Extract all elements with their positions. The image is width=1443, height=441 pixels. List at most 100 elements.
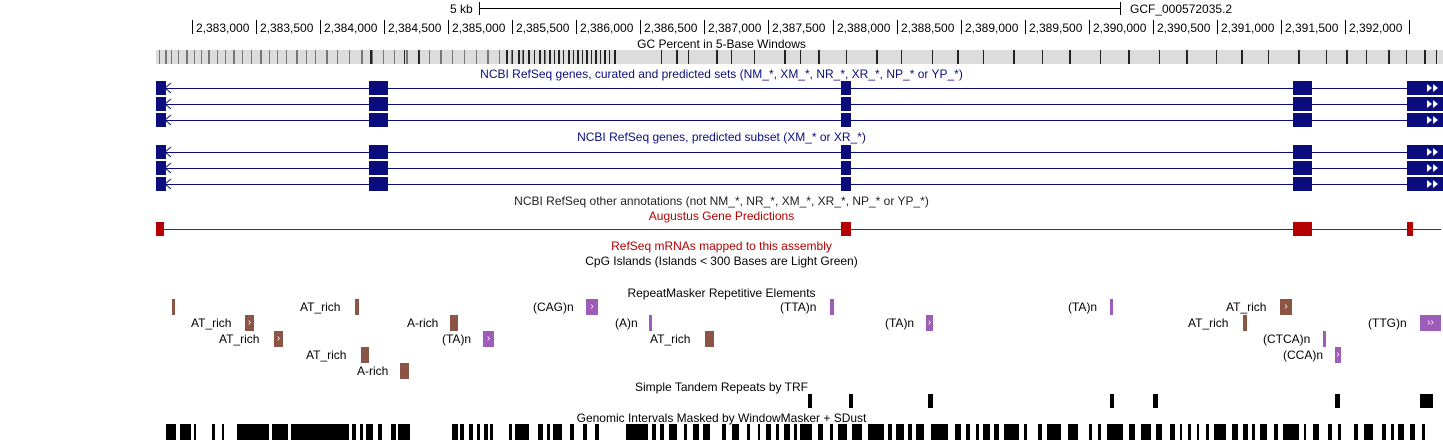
ruler-tick bbox=[961, 20, 962, 34]
repeat-label: AT_rich bbox=[219, 332, 260, 346]
ruler-tick bbox=[704, 20, 705, 34]
exon bbox=[1407, 97, 1443, 111]
exon bbox=[841, 177, 851, 191]
repeat-label: AT_rich bbox=[191, 316, 232, 330]
intron-line bbox=[156, 104, 1441, 105]
windowmasker-intervals bbox=[166, 424, 1425, 440]
refseq-other-track-label[interactable]: NCBI RefSeq other annotations (not NM_*,… bbox=[514, 194, 929, 208]
exon bbox=[841, 113, 851, 127]
repeat-element[interactable] bbox=[1243, 315, 1247, 331]
augustus-exon bbox=[1407, 222, 1413, 236]
tandem-repeat[interactable] bbox=[1110, 394, 1114, 408]
assembly-label: GCF_000572035.2 bbox=[1130, 2, 1233, 16]
repeatmasker-track-label[interactable]: RepeatMasker Repetitive Elements bbox=[627, 286, 816, 300]
exon bbox=[841, 145, 851, 159]
scale-bar bbox=[479, 8, 1120, 9]
ruler-tick-label: 2,383,500 bbox=[260, 21, 314, 35]
repeat-label: (TTA)n bbox=[780, 300, 817, 314]
cpg-islands-track-label[interactable]: CpG Islands (Islands < 300 Bases are Lig… bbox=[585, 254, 858, 268]
repeat-element[interactable]: › bbox=[586, 299, 598, 315]
ruler-tick bbox=[1281, 20, 1282, 34]
repeat-label: (TA)n bbox=[442, 332, 472, 346]
ruler-tick-label: 2,384,000 bbox=[324, 21, 378, 35]
exon bbox=[369, 113, 388, 127]
repeat-label: A-rich bbox=[407, 316, 439, 330]
gc-percent-track-label[interactable]: GC Percent in 5-Base Windows bbox=[637, 37, 806, 51]
repeat-element[interactable] bbox=[450, 315, 458, 331]
augustus-track-label[interactable]: Augustus Gene Predictions bbox=[648, 209, 795, 223]
tandem-repeat[interactable] bbox=[1335, 394, 1340, 408]
ruler-tick-label: 2,384,500 bbox=[388, 21, 442, 35]
augustus-intron-line bbox=[156, 229, 1441, 230]
ruler-tick bbox=[640, 20, 641, 34]
exon bbox=[156, 113, 166, 127]
repeat-element[interactable] bbox=[400, 363, 409, 379]
repeat-element[interactable] bbox=[355, 299, 359, 315]
strand-direction-arrows bbox=[157, 82, 1438, 190]
exon bbox=[1407, 177, 1443, 191]
exon bbox=[1407, 81, 1443, 95]
exon bbox=[1293, 161, 1312, 175]
repeat-element[interactable] bbox=[649, 315, 652, 331]
exon bbox=[369, 161, 388, 175]
refseq-all-track-label[interactable]: NCBI RefSeq genes, curated and predicted… bbox=[480, 67, 963, 81]
repeat-element[interactable]: › bbox=[1280, 299, 1292, 315]
repeat-label: (CTCA)n bbox=[1263, 332, 1311, 346]
ruler-tick-label: 2,389,500 bbox=[1029, 21, 1083, 35]
ruler-tick-label: 2,391,000 bbox=[1221, 21, 1275, 35]
repeat-element[interactable] bbox=[361, 347, 369, 363]
tandem-repeat[interactable] bbox=[849, 394, 853, 408]
repeat-element[interactable]: › bbox=[926, 315, 933, 331]
exon bbox=[841, 97, 851, 111]
ruler-tick bbox=[448, 20, 449, 34]
ruler-tick bbox=[1153, 20, 1154, 34]
tandem-repeat[interactable] bbox=[808, 394, 812, 408]
ruler-tick bbox=[192, 20, 193, 34]
exon bbox=[369, 177, 388, 191]
repeat-element[interactable] bbox=[172, 299, 175, 315]
ruler-tick-label: 2,386,500 bbox=[644, 21, 698, 35]
refseq-predicted-track-label[interactable]: NCBI RefSeq genes, predicted subset (XM_… bbox=[577, 130, 866, 144]
windowmasker-track-label[interactable]: Genomic Intervals Masked by WindowMasker… bbox=[576, 411, 867, 425]
repeat-label: (TA)n bbox=[1068, 300, 1098, 314]
ruler-tick bbox=[833, 20, 834, 34]
repeat-element[interactable]: › bbox=[274, 331, 283, 347]
repeat-element[interactable]: ›› bbox=[1420, 315, 1441, 331]
ruler-tick bbox=[576, 20, 577, 34]
ruler-tick bbox=[1089, 20, 1090, 34]
augustus-exon bbox=[156, 222, 164, 236]
repeat-element[interactable]: › bbox=[483, 331, 494, 347]
repeat-element[interactable] bbox=[830, 299, 834, 315]
repeat-element[interactable]: › bbox=[1335, 347, 1341, 363]
refseq-mrna-track-label[interactable]: RefSeq mRNAs mapped to this assembly bbox=[611, 239, 832, 253]
intron-line bbox=[156, 120, 1441, 121]
tandem-repeat[interactable] bbox=[1420, 394, 1433, 408]
ruler-tick-label: 2,387,500 bbox=[772, 21, 826, 35]
repeat-label: (TTG)n bbox=[1368, 316, 1407, 330]
repeat-label: AT_rich bbox=[1188, 316, 1229, 330]
repeat-element[interactable] bbox=[1110, 299, 1113, 315]
exon bbox=[156, 81, 166, 95]
exon bbox=[841, 81, 851, 95]
exon bbox=[369, 145, 388, 159]
ruler-tick-label: 2,385,500 bbox=[516, 21, 570, 35]
intron-line bbox=[156, 152, 1441, 153]
ruler-tick bbox=[320, 20, 321, 34]
ruler-tick bbox=[512, 20, 513, 34]
augustus-exon bbox=[841, 222, 851, 236]
exon bbox=[1407, 161, 1443, 175]
repeat-element[interactable] bbox=[1323, 331, 1326, 347]
tandem-repeat[interactable] bbox=[928, 394, 933, 408]
exon bbox=[369, 97, 388, 111]
ruler-tick-label: 2,389,000 bbox=[965, 21, 1019, 35]
ruler-tick-label: 2,390,000 bbox=[1093, 21, 1147, 35]
ruler-tick-label: 2,388,500 bbox=[901, 21, 955, 35]
repeat-element[interactable]: › bbox=[245, 315, 254, 331]
trf-track-label[interactable]: Simple Tandem Repeats by TRF bbox=[635, 380, 808, 394]
repeat-element[interactable] bbox=[705, 331, 714, 347]
tandem-repeat[interactable] bbox=[1153, 394, 1158, 408]
ruler-tick-label: 2,392,000 bbox=[1349, 21, 1403, 35]
ruler-tick bbox=[1345, 20, 1346, 34]
repeat-label: (CCA)n bbox=[1283, 348, 1324, 362]
